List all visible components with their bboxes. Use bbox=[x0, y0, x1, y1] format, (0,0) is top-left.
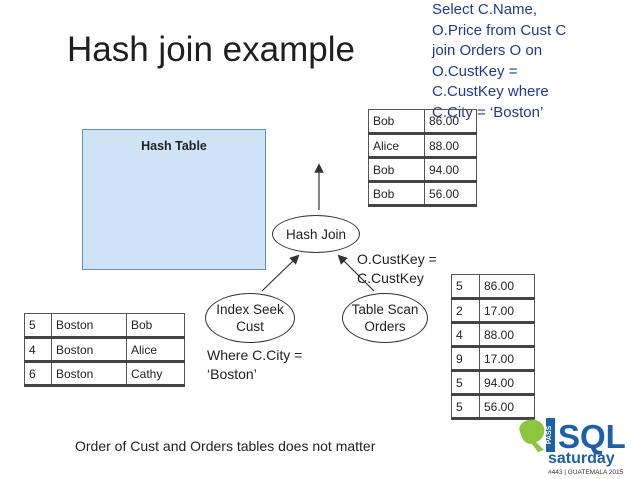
table-cell: 4 bbox=[24, 337, 52, 363]
cust-table: 5 Boston Bob 4 Boston Alice 6 Boston Cat… bbox=[24, 313, 185, 387]
table-scan-table: Orders bbox=[364, 319, 406, 334]
table-cell: Bob bbox=[126, 313, 185, 339]
table-cell: Cathy bbox=[126, 361, 185, 387]
logo-q-shape bbox=[519, 419, 545, 452]
hash-join-node: Hash Join bbox=[272, 215, 360, 253]
table-row: Alice 88.00 bbox=[368, 133, 477, 159]
table-cell: 6 bbox=[24, 361, 52, 387]
table-scan-node: Table Scan Orders bbox=[342, 293, 428, 343]
table-cell: Alice bbox=[368, 133, 425, 159]
table-cell: 5 bbox=[451, 274, 480, 300]
table-cell: 9 bbox=[451, 346, 480, 372]
table-row: Bob 86.00 bbox=[368, 109, 477, 135]
join-condition-line: O.CustKey = bbox=[357, 251, 437, 267]
table-cell: Boston bbox=[51, 337, 127, 363]
logo-saturday-text: saturday bbox=[548, 450, 615, 467]
sql-saturday-logo: PASS SQL saturday #443 | GUATEMALA 2015 bbox=[519, 418, 626, 476]
table-cell: 17.00 bbox=[479, 346, 535, 372]
slide-title: Hash join example bbox=[67, 30, 355, 69]
table-cell: 56.00 bbox=[424, 181, 477, 207]
sql-query-line: O.CustKey = bbox=[432, 62, 518, 80]
table-row: Bob 94.00 bbox=[368, 157, 477, 183]
join-condition-line: C.CustKey bbox=[357, 270, 424, 286]
table-cell: 86.00 bbox=[479, 274, 535, 300]
sql-query-line: Select C.Name, bbox=[432, 1, 538, 18]
where-condition-line: Where C.City = bbox=[207, 347, 303, 363]
table-row: 5 56.00 bbox=[451, 394, 535, 420]
table-cell: 4 bbox=[451, 322, 480, 348]
table-row: 4 Boston Alice bbox=[24, 337, 185, 363]
result-table: Bob 86.00 Alice 88.00 Bob 94.00 Bob 56.0… bbox=[368, 109, 477, 207]
sql-query-line: join Orders O on bbox=[432, 42, 543, 59]
index-seek-node: Index Seek Cust bbox=[205, 293, 295, 343]
index-seek-table: Cust bbox=[236, 319, 264, 334]
table-scan-label: Table Scan bbox=[351, 302, 419, 317]
table-row: 5 94.00 bbox=[451, 370, 535, 396]
table-cell: Bob bbox=[368, 157, 425, 183]
table-cell: 2 bbox=[451, 298, 480, 324]
logo-event-text: #443 | GUATEMALA 2015 bbox=[548, 469, 624, 476]
table-cell: 86.00 bbox=[424, 109, 477, 135]
sql-query-line: C.CustKey where bbox=[432, 83, 549, 100]
table-cell: Boston bbox=[51, 361, 127, 387]
hash-join-label: Hash Join bbox=[285, 226, 347, 242]
table-cell: Bob bbox=[368, 109, 425, 135]
table-row: 4 88.00 bbox=[451, 322, 535, 348]
sql-query-line: O.Price from Cust C bbox=[432, 21, 567, 39]
table-cell: 56.00 bbox=[479, 394, 535, 420]
table-row: Bob 56.00 bbox=[368, 181, 477, 207]
table-row: 9 17.00 bbox=[451, 346, 535, 372]
table-cell: Bob bbox=[368, 181, 425, 207]
table-cell: Alice bbox=[126, 337, 185, 363]
orders-table: 5 86.00 2 17.00 4 88.00 9 17.00 5 94.00 … bbox=[451, 274, 535, 420]
table-cell: 5 bbox=[451, 370, 480, 396]
table-row: 5 Boston Bob bbox=[24, 313, 185, 339]
join-condition: O.CustKey = C.CustKey bbox=[357, 250, 467, 288]
table-row: 2 17.00 bbox=[451, 298, 535, 324]
table-row: 6 Boston Cathy bbox=[24, 361, 185, 387]
logo-pass-bar bbox=[546, 418, 555, 452]
table-cell: 88.00 bbox=[479, 322, 535, 348]
hash-table-box: Hash Table bbox=[82, 129, 266, 270]
table-cell: 88.00 bbox=[424, 133, 477, 159]
table-row: 5 86.00 bbox=[451, 274, 535, 300]
where-condition-line: ‘Boston’ bbox=[207, 366, 257, 382]
table-cell: 5 bbox=[24, 313, 52, 339]
table-cell: 17.00 bbox=[479, 298, 535, 324]
arrow-indexseek-to-hashjoin bbox=[261, 254, 300, 292]
table-cell: 5 bbox=[451, 394, 480, 420]
arrow-tablescan-to-hashjoin bbox=[337, 254, 375, 292]
table-cell: 94.00 bbox=[424, 157, 477, 183]
table-cell: Boston bbox=[51, 313, 127, 339]
where-condition: Where C.City = ‘Boston’ bbox=[207, 346, 337, 384]
footer-note: Order of Cust and Orders tables does not… bbox=[75, 438, 376, 454]
index-seek-label: Index Seek bbox=[216, 302, 284, 317]
logo-pass-text: PASS bbox=[546, 425, 553, 444]
table-cell: 94.00 bbox=[479, 370, 535, 396]
logo-sql-text: SQL bbox=[558, 418, 626, 455]
hash-table-title: Hash Table bbox=[141, 139, 207, 153]
